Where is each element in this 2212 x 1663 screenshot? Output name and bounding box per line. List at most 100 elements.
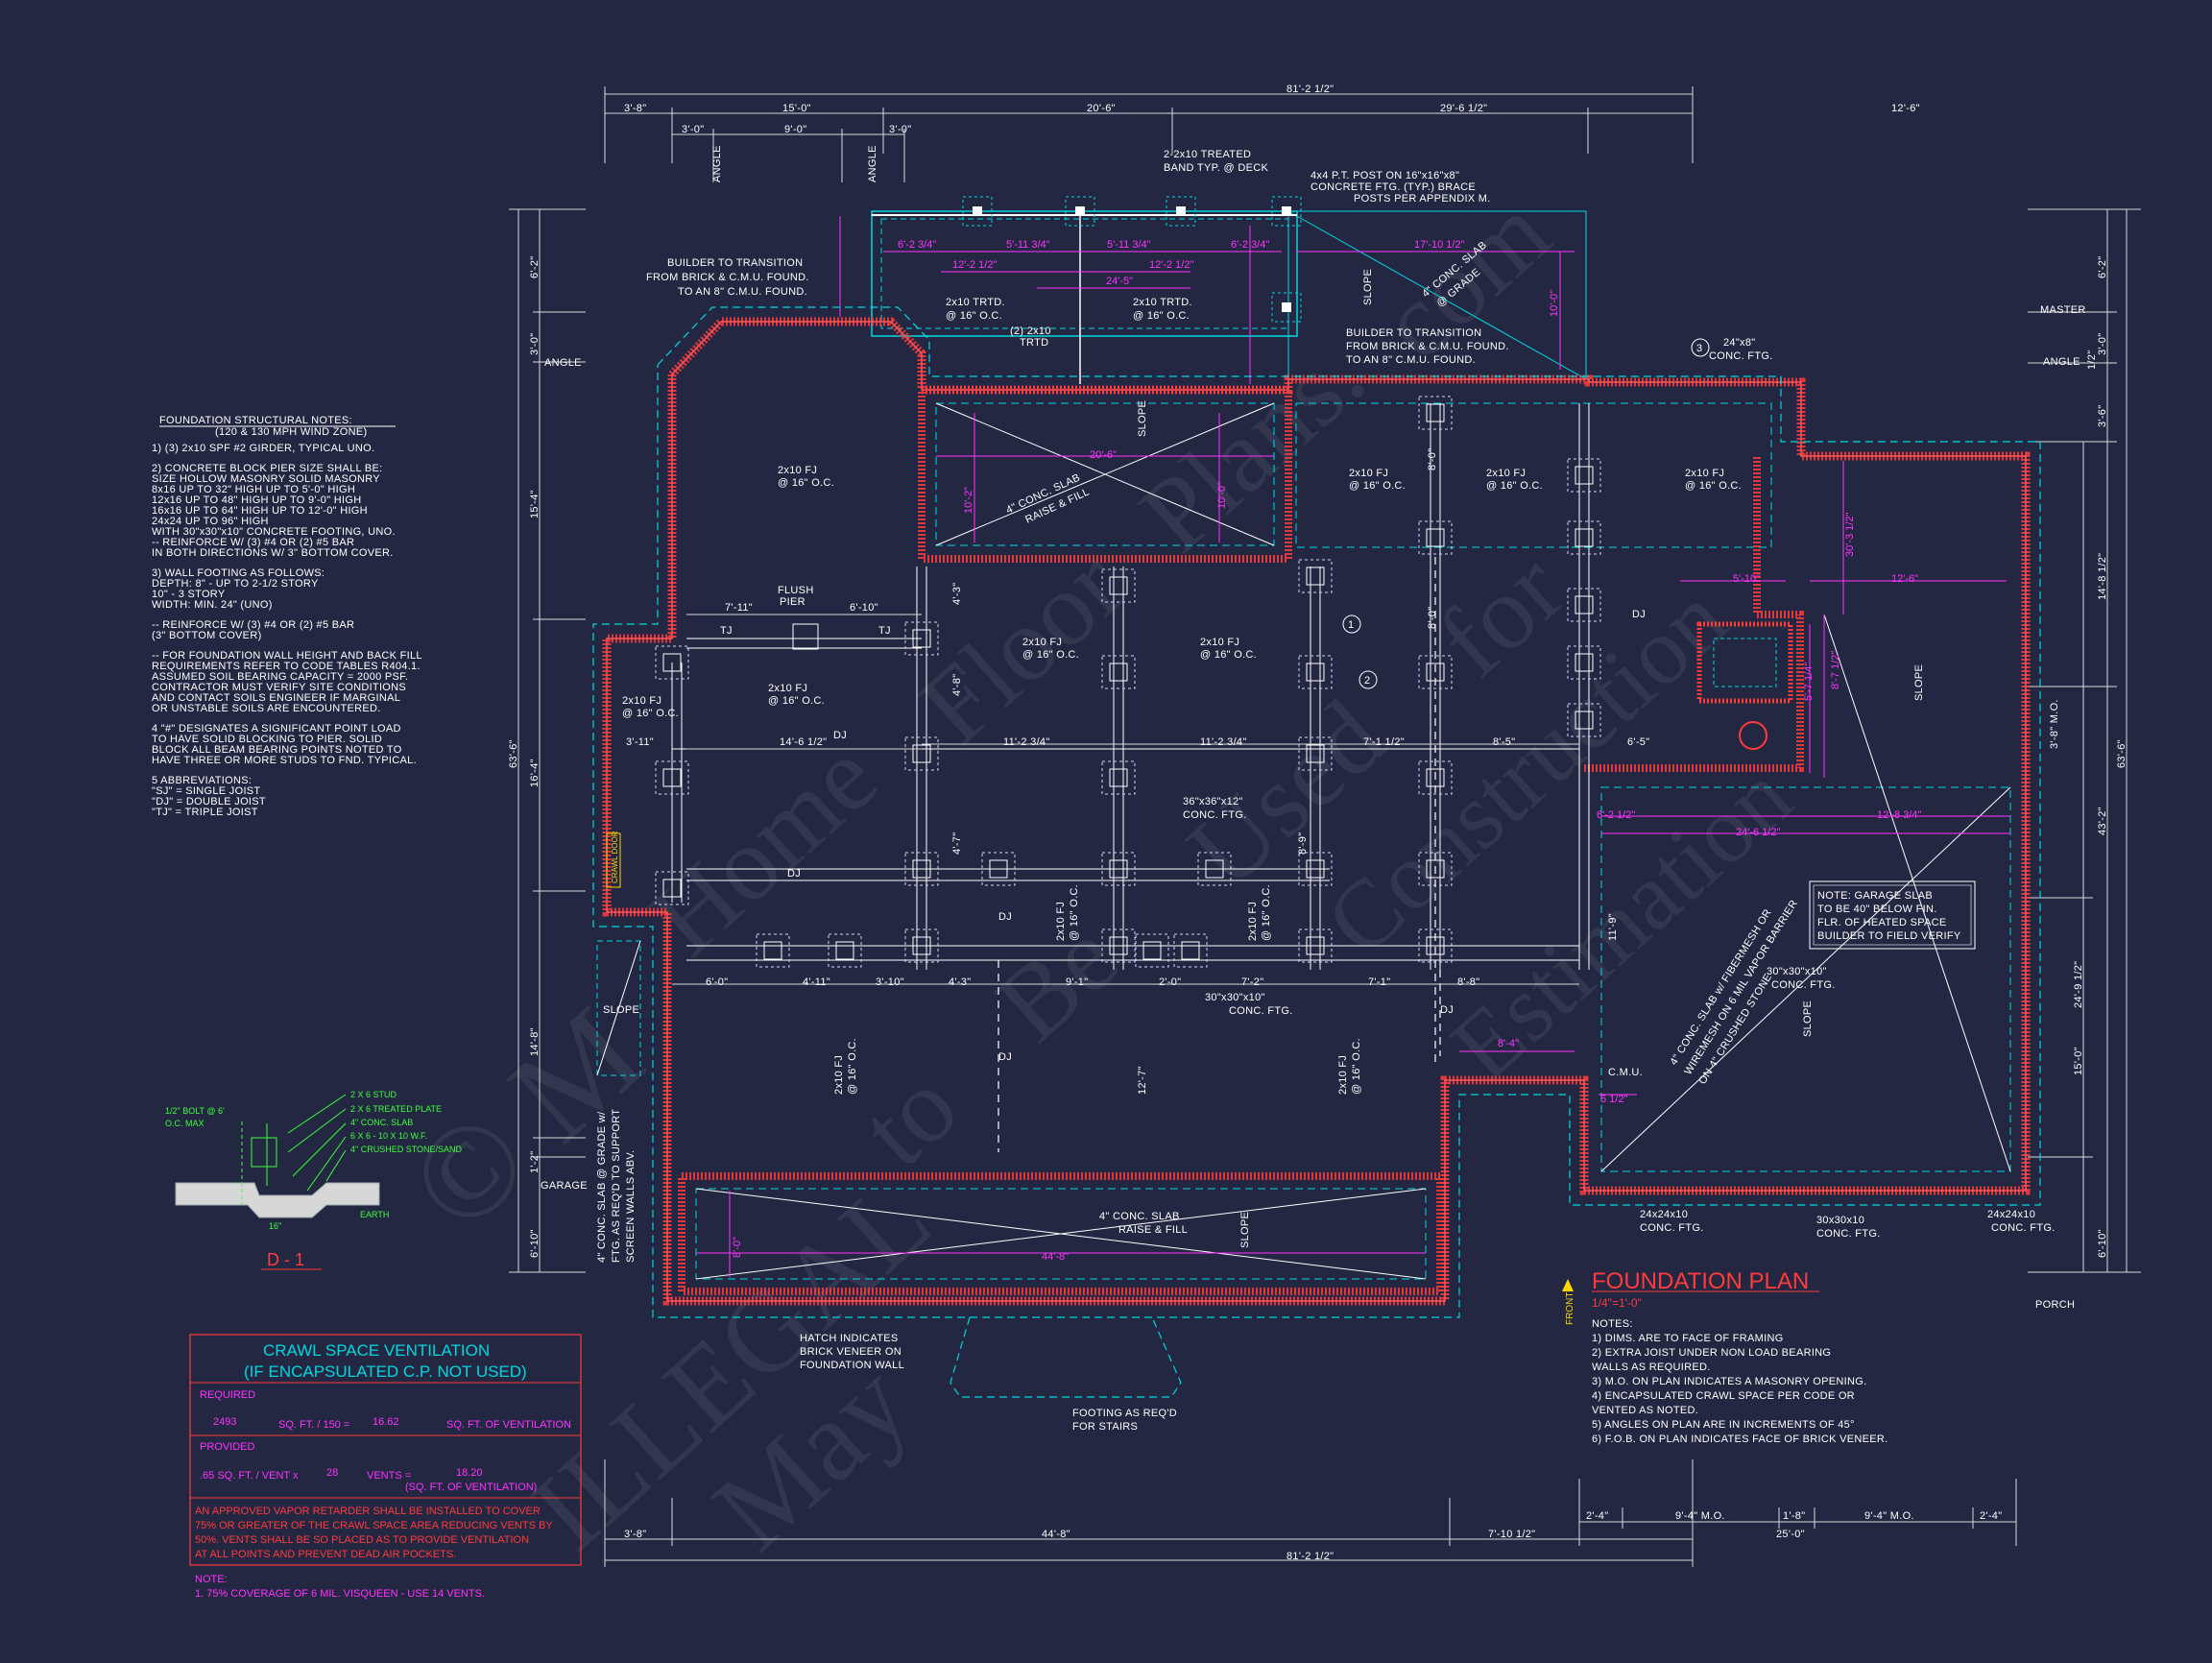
callout: POSTS PER APPENDIX M. bbox=[1354, 193, 1491, 205]
callout: HATCH INDICATES bbox=[800, 1333, 899, 1344]
structural-note-line: IN BOTH DIRECTIONS W/ 3" BOTTOM COVER. bbox=[152, 547, 394, 559]
dim-text: 7'-11" bbox=[725, 602, 753, 614]
callout: 24x24x10 bbox=[1987, 1209, 2035, 1220]
dim-top-sub: 3'-0" bbox=[682, 124, 704, 135]
angle-label: ANGLE bbox=[2043, 356, 2080, 368]
plan-note: 6) F.O.B. ON PLAN INDICATES FACE OF BRIC… bbox=[1592, 1434, 1888, 1445]
callout: CONC. FTG. bbox=[1229, 1005, 1293, 1017]
pier-footing bbox=[1418, 928, 1453, 963]
structural-note-line: 12x16 UP TO 48" HIGH UP TO 9'-0" HIGH bbox=[152, 494, 361, 506]
angle-label: ANGLE bbox=[711, 145, 723, 182]
callout: FOUNDATION WALL bbox=[800, 1360, 904, 1371]
dim-text: 6'-2 3/4" bbox=[898, 239, 936, 251]
detail-label: EARTH bbox=[360, 1210, 389, 1219]
front-label: FRONT bbox=[1565, 1292, 1575, 1325]
ventilation-paragraph: 50%. VENTS SHALL BE SO PLACED AS TO PROV… bbox=[195, 1534, 529, 1546]
dim-text: 6'-0" bbox=[706, 976, 728, 988]
tag-dj: DJ bbox=[833, 730, 847, 741]
structural-note-line: 24x24 UP TO 96" HIGH bbox=[152, 516, 269, 527]
dim-top-seg: 3'-8" bbox=[624, 103, 646, 114]
dim-text: 8'-5" bbox=[1493, 736, 1515, 748]
dim-left-seg: 16'-4" bbox=[529, 759, 541, 787]
pier-footing bbox=[1101, 568, 1136, 603]
pier bbox=[1426, 663, 1445, 682]
slope-label: SLOPE bbox=[603, 1004, 639, 1016]
notes-subtitle: (120 & 130 MPH WIND ZONE) bbox=[215, 426, 367, 438]
callout: FOOTING AS REQ'D bbox=[1072, 1408, 1177, 1419]
plan-title-block: FRONT FOUNDATION PLAN 1/4"=1'-0" NOTES: … bbox=[1562, 1268, 1888, 1445]
joist-label: @ 16" O.C. bbox=[1133, 310, 1190, 322]
joist-label: 2x10 FJ bbox=[778, 465, 817, 476]
pier bbox=[1575, 466, 1594, 485]
joist-label: 2x10 FJ bbox=[1055, 902, 1067, 941]
garage-note: NOTE: GARAGE SLAB TO BE 40" BELOW FIN. F… bbox=[1809, 880, 1976, 950]
plan-note: 3) M.O. ON PLAN INDICATES A MASONRY OPEN… bbox=[1592, 1376, 1866, 1387]
dim-top-sub: 9'-0" bbox=[784, 124, 806, 135]
girders bbox=[671, 403, 1590, 1152]
dim-text: 12'-2 1/2" bbox=[952, 259, 997, 271]
provided-unit: (SQ. FT. OF VENTILATION) bbox=[405, 1482, 537, 1493]
dim-text: 8'-0" bbox=[1427, 607, 1438, 629]
dim-bottom-seg: 25'-0" bbox=[1776, 1529, 1805, 1540]
callout: CONC. FTG. bbox=[1183, 809, 1247, 821]
vent-area-unit: SQ. FT. OF VENTILATION bbox=[446, 1419, 571, 1431]
ventilation-title: CRAWL SPACE VENTILATION bbox=[263, 1341, 490, 1360]
dim-right-sub: 3'-8" M.O. bbox=[2049, 699, 2060, 749]
pier bbox=[1575, 595, 1594, 615]
pier bbox=[1109, 576, 1128, 595]
pier-footing bbox=[1173, 933, 1208, 968]
dim-bottom-sub: 2'-4" bbox=[1586, 1510, 1608, 1522]
pier-footing bbox=[904, 621, 939, 656]
dim-right-seg: 43'-2" bbox=[2097, 807, 2108, 835]
bottom-dimensions: 3'-8" 44'-8" 7'-10 1/2" 25'-0" 81'-2 1/2… bbox=[604, 1459, 2017, 1567]
callout: BRICK VENEER ON bbox=[800, 1346, 902, 1358]
magenta-dimension-lines bbox=[696, 413, 2010, 1277]
dim-text: 10'-2" bbox=[963, 487, 974, 514]
callout: PIER bbox=[780, 596, 805, 608]
structural-note-line: 16x16 UP TO 64" HIGH UP TO 12'-0" HIGH bbox=[152, 505, 368, 517]
tag-dj: DJ bbox=[998, 911, 1012, 923]
joist-label: (2) 2x10 bbox=[1010, 325, 1051, 337]
pier-footing bbox=[1567, 458, 1601, 493]
structural-note-line: TO HAVE SOLID BLOCKING TO PIER. SOLID bbox=[152, 734, 382, 745]
dim-text: 5'-11 3/4" bbox=[1006, 239, 1050, 251]
angle-label: ANGLE bbox=[544, 357, 582, 369]
dim-text: 6'-5" bbox=[1627, 736, 1649, 748]
pier-footing bbox=[1567, 588, 1601, 622]
tag-tj: TJ bbox=[878, 625, 891, 637]
dim-right-seg: 24'-9 1/2" bbox=[2073, 961, 2084, 1008]
dim-text: 6'-2 3/4" bbox=[1231, 239, 1269, 251]
structural-note-line: -- FOR FOUNDATION WALL HEIGHT AND BACK F… bbox=[152, 650, 422, 662]
pier bbox=[1306, 859, 1325, 879]
dim-text: 4'-3" bbox=[949, 976, 971, 988]
dim-text: 10'-0" bbox=[1549, 290, 1560, 317]
foundation-walls bbox=[592, 306, 2041, 1398]
joist-label: @ 16" O.C. bbox=[1200, 649, 1257, 661]
pier-footing bbox=[655, 871, 689, 905]
pier-footing bbox=[904, 852, 939, 886]
structural-note-line: ASSUMED SOIL BEARING CAPACITY = 2000 PSF… bbox=[152, 671, 408, 683]
callout: 24x24x10 bbox=[1640, 1209, 1688, 1220]
pier-footing bbox=[1418, 655, 1453, 689]
structural-note-line: (3" BOTTOM COVER) bbox=[152, 630, 262, 641]
master-label: MASTER bbox=[2040, 304, 2086, 316]
joist-label: 2x10 FJ bbox=[1685, 468, 1724, 479]
callout: 4" CONC. SLAB @ GRADE w/ bbox=[596, 1111, 608, 1263]
pier-footing bbox=[1298, 655, 1333, 689]
pier-footing bbox=[1418, 760, 1453, 795]
dim-top-sub: 3'-0" bbox=[889, 124, 911, 135]
pier-footing bbox=[1101, 852, 1136, 886]
dim-left-seg: 1'-2" bbox=[529, 1151, 541, 1173]
dim-left-seg: 15'-4" bbox=[529, 490, 541, 518]
dim-text: 11'-2 3/4" bbox=[1003, 736, 1050, 748]
dim-text: 4'-11" bbox=[803, 976, 830, 988]
pier bbox=[1426, 528, 1445, 547]
pier bbox=[1426, 859, 1445, 879]
pier bbox=[1205, 859, 1224, 879]
pier bbox=[1306, 566, 1325, 586]
pier bbox=[1109, 768, 1128, 787]
structural-note-line: WIDTH: MIN. 24" (UNO) bbox=[152, 599, 273, 611]
pier bbox=[912, 936, 931, 955]
pier-footing bbox=[1298, 852, 1333, 886]
dim-text: 8'-8" bbox=[1457, 976, 1479, 988]
